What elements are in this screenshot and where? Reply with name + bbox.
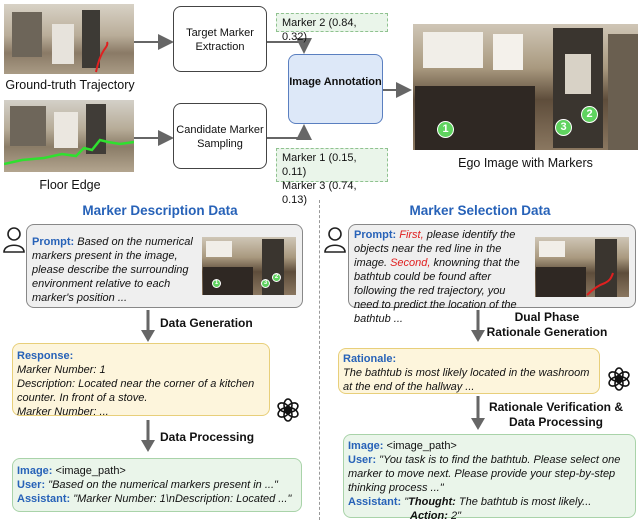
target-marker-extraction-box: Target Marker Extraction <box>173 6 267 72</box>
floor-edge-image <box>4 100 134 172</box>
user-icon-right <box>324 227 346 253</box>
right-image-value: <image_path> <box>383 440 457 452</box>
left-arrow-2 <box>141 420 155 452</box>
openai-logo-icon-right <box>608 367 630 391</box>
target-marker-extraction-label: Target Marker Extraction <box>186 27 254 53</box>
response-line-2: Description: Located near the corner of … <box>17 378 255 404</box>
right-section-title: Marker Selection Data <box>409 203 551 218</box>
left-image-value: <image_path> <box>52 465 126 477</box>
image-annotation-label: Image Annotation <box>289 76 382 88</box>
left-section-title: Marker Description Data <box>82 203 238 218</box>
left-assistant-text: "Marker Number: 1\nDescription: Located … <box>70 493 292 505</box>
right-prompt-first: First, <box>399 229 424 241</box>
rationale-content: Rationale: The bathtub is most likely lo… <box>343 352 597 394</box>
right-prompt-part-a: please identify the objects near the red… <box>354 229 516 269</box>
left-user-text: "Based on the numerical markers present … <box>45 479 278 491</box>
left-processed-content: Image: <image_path> User: "Based on the … <box>17 464 299 506</box>
thumb-marker-2: 2 <box>272 273 281 282</box>
left-user-label: User: <box>17 479 46 491</box>
right-assistant-quote: " <box>401 496 409 508</box>
left-processed-box: Image: <image_path> User: "Based on the … <box>12 458 302 512</box>
right-prompt-part-b: knowning that the bathtub could be found… <box>354 257 520 325</box>
ground-truth-label: Ground-truth Trajectory <box>5 78 135 92</box>
right-arrow-1 <box>471 310 485 342</box>
rationale-text: The bathtub is most likely located in th… <box>343 367 590 393</box>
candidate-coordinate-box: Marker 1 (0.15, 0.11) Marker 3 (0.74, 0.… <box>276 148 388 206</box>
left-arrow-1 <box>141 310 155 342</box>
right-action-text: 2" <box>447 510 461 522</box>
marker2-coordinate: Marker 2 (0.84, 0.32) <box>282 17 357 43</box>
rationale-label: Rationale: <box>343 353 397 365</box>
response-line-3: Marker Number: ... <box>17 406 109 418</box>
marker1-coordinate: Marker 1 (0.15, 0.11) <box>282 152 357 178</box>
right-action-label: Action: <box>410 510 448 522</box>
thumb-marker-1: 1 <box>212 279 221 288</box>
right-arrow-2 <box>471 396 485 430</box>
marker3-coordinate: Marker 3 (0.74, 0.13) <box>282 180 357 206</box>
right-thought-text: The bathtub is most likely... <box>455 496 592 508</box>
right-processed-content: Image: <image_path> User: "You task is t… <box>348 439 633 523</box>
section-divider <box>319 200 320 520</box>
image-annotation-box: Image Annotation <box>288 54 383 124</box>
right-prompt-label: Prompt: <box>354 229 397 241</box>
right-image-label: Image: <box>348 440 384 452</box>
prompt-label: Prompt: <box>32 236 75 248</box>
left-assistant-label: Assistant: <box>17 493 71 505</box>
openai-logo-icon <box>277 398 299 422</box>
right-step-verification: Rationale Verification & Data Processing <box>488 400 624 429</box>
right-assistant-label: Assistant: <box>348 496 402 508</box>
candidate-marker-sampling-label: Candidate Marker Sampling <box>176 124 264 150</box>
left-image-label: Image: <box>17 465 53 477</box>
left-step-data-generation: Data Generation <box>160 316 253 330</box>
right-user-text: "You task is to find the bathtub. Please… <box>348 454 621 494</box>
pipeline-arrows <box>133 34 412 146</box>
thumb-marker-3: 3 <box>261 279 270 288</box>
left-prompt-text: Prompt: Based on the numerical markers p… <box>32 235 197 305</box>
rationale-box: Rationale: The bathtub is most likely lo… <box>338 348 600 394</box>
right-user-label: User: <box>348 454 377 466</box>
response-content: Response: Marker Number: 1 Description: … <box>17 349 265 419</box>
right-prompt-second: Second, <box>390 257 431 269</box>
response-label: Response: <box>17 350 74 362</box>
prompt-body: Based on the numerical markers present i… <box>32 236 193 304</box>
candidate-marker-sampling-box: Candidate Marker Sampling <box>173 103 267 169</box>
right-prompt-box: Prompt: First, please identify the objec… <box>348 224 636 325</box>
ego-marker-2: 2 <box>581 106 598 123</box>
ground-truth-image <box>4 4 134 74</box>
user-icon <box>3 227 25 253</box>
ego-image: 1 3 2 <box>413 24 638 150</box>
marker2-coordinate-box: Marker 2 (0.84, 0.32) <box>276 13 388 43</box>
ego-marker-1: 1 <box>437 121 454 138</box>
floor-edge-label: Floor Edge <box>39 178 101 192</box>
right-processed-box: Image: <image_path> User: "You task is t… <box>343 434 636 522</box>
right-prompt-thumbnail <box>535 237 629 297</box>
right-prompt-text: Prompt: First, please identify the objec… <box>354 228 532 326</box>
left-prompt-box: Prompt: Based on the numerical markers p… <box>26 224 303 308</box>
response-box: Response: Marker Number: 1 Description: … <box>12 343 270 419</box>
right-thought-label: Thought: <box>408 496 456 508</box>
ego-marker-3: 3 <box>555 119 572 136</box>
left-step-data-processing: Data Processing <box>160 430 255 444</box>
right-step-rationale-generation: Dual Phase Rationale Generation <box>486 310 608 339</box>
ego-image-label: Ego Image with Markers <box>458 156 593 170</box>
response-line-1: Marker Number: 1 <box>17 364 106 376</box>
left-prompt-thumbnail: 1 2 3 <box>202 237 296 295</box>
